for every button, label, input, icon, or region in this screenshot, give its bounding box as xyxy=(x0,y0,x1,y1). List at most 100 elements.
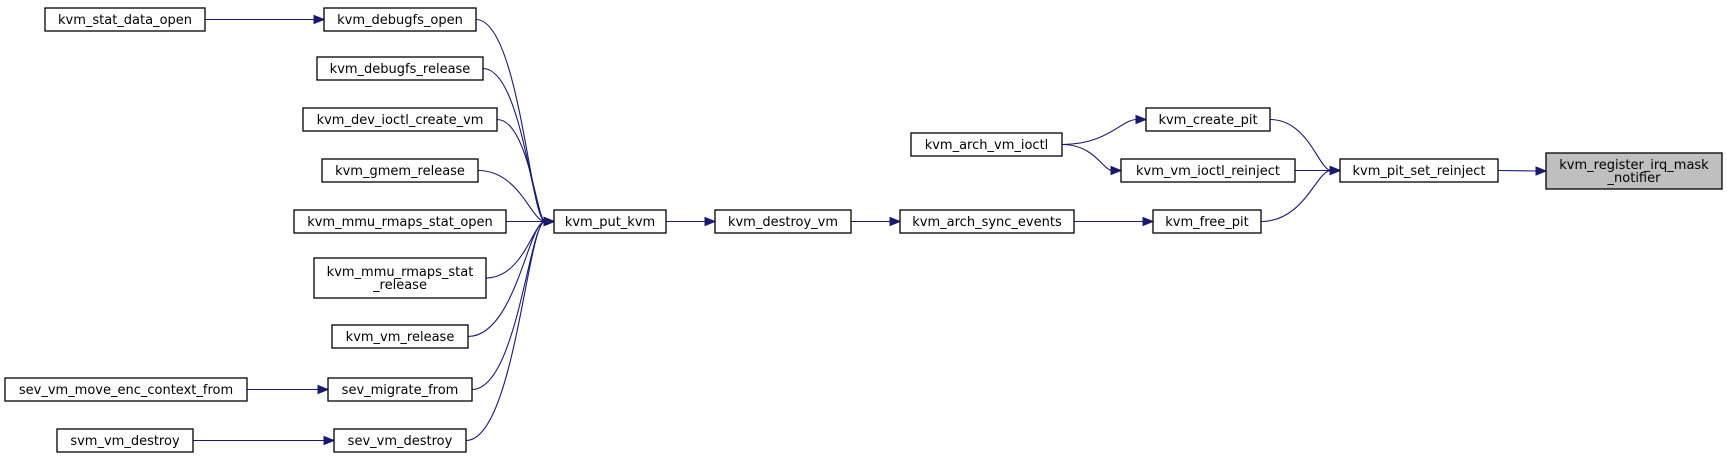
node-box xyxy=(327,377,473,402)
edge-line xyxy=(1260,169,1332,223)
node-label: kvm_mmu_rmaps_stat xyxy=(327,265,474,280)
node-label: kvm_pit_set_reinject xyxy=(1353,164,1486,179)
node-label: kvm_register_irq_mask xyxy=(1559,158,1709,173)
node-label: kvm_free_pit xyxy=(1165,215,1248,230)
node-box xyxy=(714,209,852,234)
node-kvm-stat-data-open[interactable]: kvm_stat_data_open xyxy=(44,7,206,32)
node-box xyxy=(323,7,477,32)
node-box xyxy=(293,209,507,234)
edge-arrowhead xyxy=(317,384,330,395)
edge-arrowhead xyxy=(704,216,717,227)
edge xyxy=(851,216,902,227)
node-box xyxy=(4,377,248,402)
edge-line xyxy=(1061,118,1138,146)
edge-arrowhead xyxy=(323,435,336,446)
node-kvm-mmu-rmaps-stat-open[interactable]: kvm_mmu_rmaps_stat_open xyxy=(293,209,507,234)
edge xyxy=(465,216,556,442)
node-label: svm_vm_destroy xyxy=(70,434,180,449)
edge xyxy=(1061,143,1123,176)
node-sev-migrate-from[interactable]: sev_migrate_from xyxy=(327,377,473,402)
node-kvm-pit-set-reinject[interactable]: kvm_pit_set_reinject xyxy=(1339,158,1499,183)
node-label: kvm_arch_sync_events xyxy=(912,215,1062,230)
node-box xyxy=(331,324,469,349)
edge xyxy=(482,67,556,227)
edge xyxy=(1497,166,1548,176)
node-kvm-debugfs-open[interactable]: kvm_debugfs_open xyxy=(323,7,477,32)
edge-line xyxy=(496,118,546,223)
edge xyxy=(471,216,556,391)
node-box xyxy=(1152,209,1262,234)
node-label: kvm_vm_release xyxy=(346,330,455,345)
node-kvm-arch-vm-ioctl[interactable]: kvm_arch_vm_ioctl xyxy=(910,132,1063,157)
node-kvm-create-pit[interactable]: kvm_create_pit xyxy=(1145,107,1271,132)
edge-line xyxy=(1269,118,1332,172)
node-kvm-free-pit[interactable]: kvm_free_pit xyxy=(1152,209,1262,234)
node-box xyxy=(44,7,206,32)
node-label: sev_migrate_from xyxy=(342,383,459,398)
node-svm-vm-destroy[interactable]: svm_vm_destroy xyxy=(56,428,194,453)
edge xyxy=(1260,165,1342,223)
node-box xyxy=(910,132,1063,157)
node-kvm-vm-ioctl-reinject[interactable]: kvm_vm_ioctl_reinject xyxy=(1120,158,1296,183)
edge-arrowhead xyxy=(1142,216,1155,227)
node-box xyxy=(1120,158,1296,183)
node-layer: kvm_stat_data_open kvm_debugfs_open kvm_de… xyxy=(4,7,1723,453)
node-kvm-gmem-release[interactable]: kvm_gmem_release xyxy=(321,158,479,183)
edge xyxy=(666,216,717,227)
edge-line xyxy=(467,220,546,338)
node-label: kvm_destroy_vm xyxy=(728,215,838,230)
edge-arrowhead xyxy=(889,216,902,227)
node-box xyxy=(1545,152,1723,190)
node-box xyxy=(553,209,667,234)
node-box xyxy=(56,428,194,453)
edge xyxy=(1061,114,1148,146)
node-kvm-destroy-vm[interactable]: kvm_destroy_vm xyxy=(714,209,852,234)
node-kvm-debugfs-release[interactable]: kvm_debugfs_release xyxy=(316,56,484,81)
node-kvm-dev-ioctl-create-vm[interactable]: kvm_dev_ioctl_create_vm xyxy=(302,107,498,132)
node-box xyxy=(1145,107,1271,132)
node-label: sev_vm_destroy xyxy=(348,434,453,449)
node-kvm-vm-release[interactable]: kvm_vm_release xyxy=(331,324,469,349)
edge xyxy=(1074,216,1155,227)
edge-arrowhead xyxy=(313,14,326,25)
node-kvm-mmu-rmaps-stat-release[interactable]: kvm_mmu_rmaps_stat_release xyxy=(313,257,487,299)
node-sev-vm-move-enc-context-from[interactable]: sev_vm_move_enc_context_from xyxy=(4,377,248,402)
edge-arrowhead xyxy=(543,216,556,227)
node-box xyxy=(333,428,467,453)
edge-arrowhead xyxy=(1535,166,1548,176)
edge-line xyxy=(482,67,546,223)
node-box xyxy=(321,158,479,183)
node-box xyxy=(302,107,498,132)
node-box xyxy=(316,56,484,81)
node-box xyxy=(899,209,1075,234)
node-label: kvm_gmem_release xyxy=(335,164,465,179)
node-box xyxy=(1339,158,1499,183)
edge-arrowhead xyxy=(1135,114,1148,125)
node-label: kvm_debugfs_release xyxy=(330,62,471,77)
edge-line xyxy=(477,169,546,223)
edge-arrowhead xyxy=(1110,165,1123,176)
node-label: sev_vm_move_enc_context_from xyxy=(19,383,233,398)
node-kvm-arch-sync-events[interactable]: kvm_arch_sync_events xyxy=(899,209,1075,234)
edge-line xyxy=(1497,169,1538,172)
edge-layer xyxy=(193,14,1548,446)
node-kvm-put-kvm[interactable]: kvm_put_kvm xyxy=(553,209,667,234)
edge xyxy=(247,384,330,395)
node-label: kvm_stat_data_open xyxy=(58,13,192,28)
edge-arrowhead xyxy=(1329,165,1342,176)
edge-line xyxy=(465,220,546,442)
node-label: kvm_put_kvm xyxy=(565,215,655,230)
node-label: kvm_debugfs_open xyxy=(337,13,463,28)
node-label: kvm_vm_ioctl_reinject xyxy=(1136,164,1280,179)
node-sev-vm-destroy[interactable]: sev_vm_destroy xyxy=(333,428,467,453)
node-label: kvm_create_pit xyxy=(1158,113,1257,128)
node-kvm-register-irq-mask-notifier: kvm_register_irq_mask_notifier xyxy=(1545,152,1723,190)
edge xyxy=(193,435,336,446)
edge-line xyxy=(1061,143,1113,172)
node-label: kvm_dev_ioctl_create_vm xyxy=(317,113,484,128)
node-label: kvm_arch_vm_ioctl xyxy=(925,138,1049,153)
edge xyxy=(205,14,326,25)
node-label: _notifier xyxy=(1607,171,1662,186)
node-box xyxy=(313,257,487,299)
